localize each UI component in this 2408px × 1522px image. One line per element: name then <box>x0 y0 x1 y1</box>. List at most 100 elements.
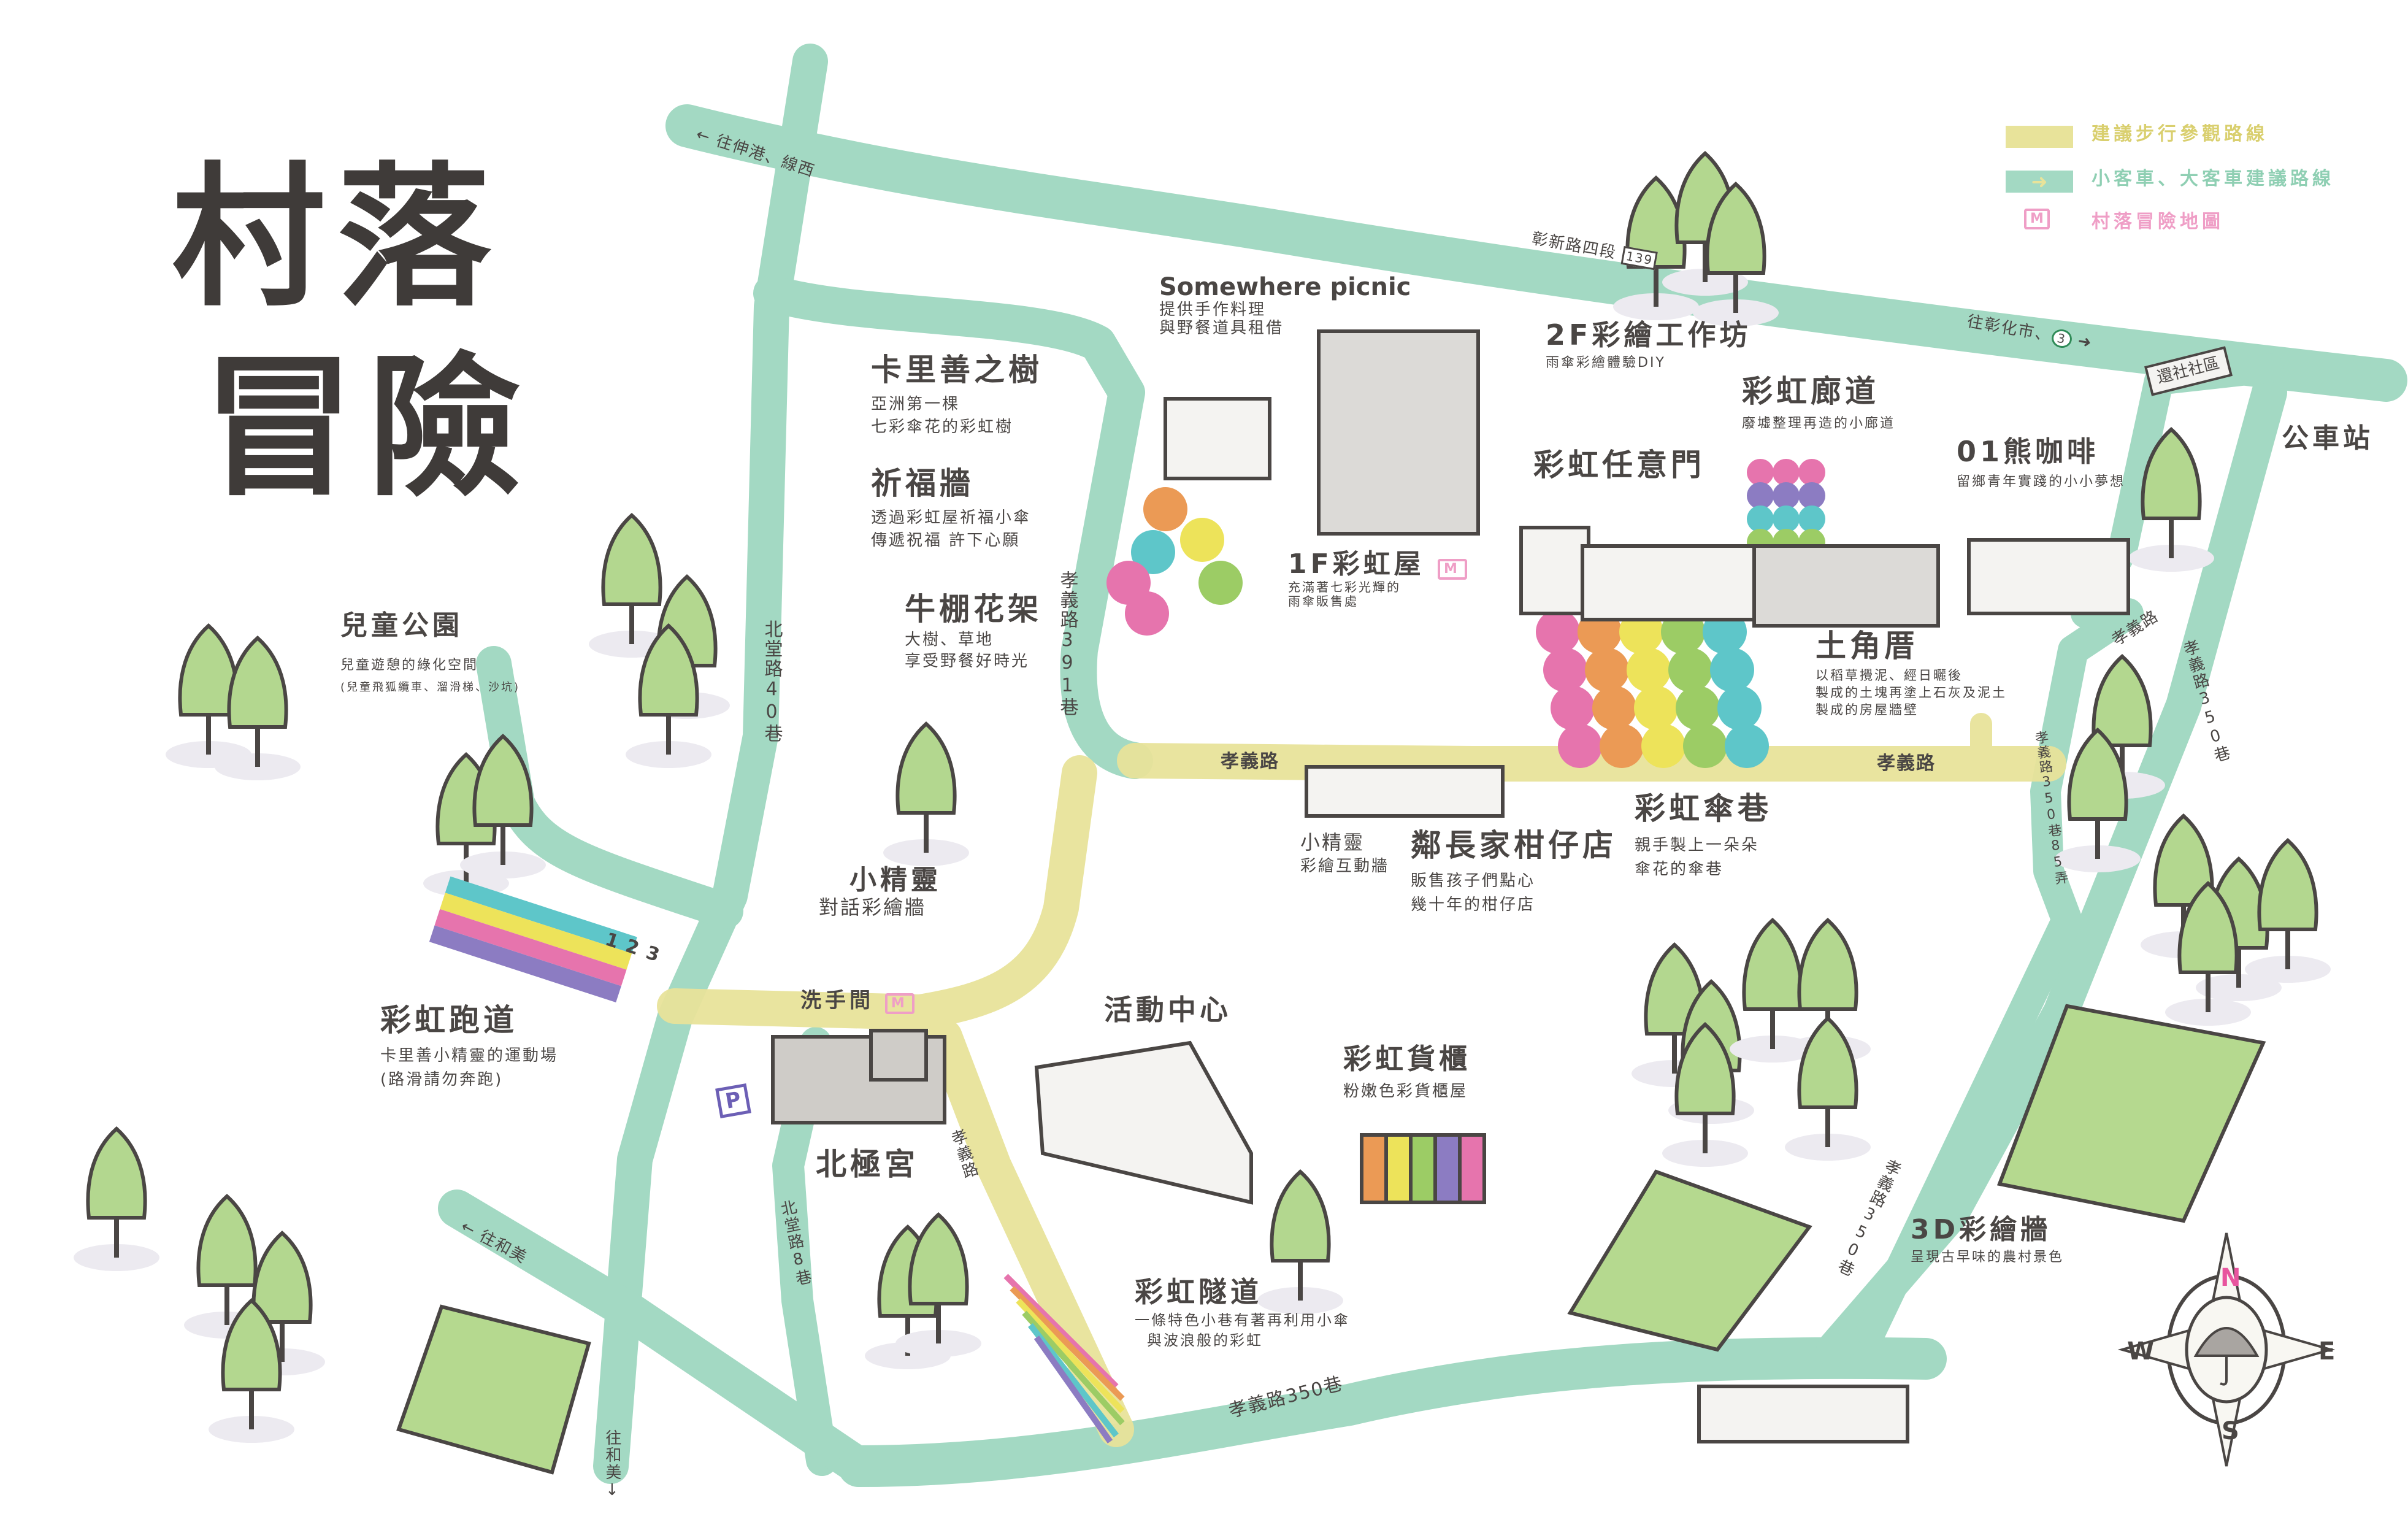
tree-icon <box>1257 1169 1343 1314</box>
field-center <box>1567 1169 1812 1352</box>
place-name: 2F彩繪工作坊 <box>1546 318 1752 352</box>
building-shop <box>1305 765 1505 818</box>
tree-icon <box>74 1126 159 1271</box>
tree-icon <box>2245 837 2331 983</box>
road-label-to-hemei-south: 往和美↓ <box>602 1429 621 1501</box>
place-workshop[interactable]: 2F彩繪工作坊 雨傘彩繪體驗DIY <box>1546 319 1751 371</box>
umbrella-icon <box>1143 487 1187 531</box>
place-temple[interactable]: 北極宮 <box>816 1147 919 1182</box>
place-desc: 一條特色小巷有著再利用小傘 <box>1135 1311 1350 1329</box>
place-name: 彩虹傘巷 <box>1635 791 1772 826</box>
umbrella-icon <box>1773 482 1800 509</box>
place-name: Somewhere picnic <box>1159 273 1411 301</box>
place-tree[interactable]: 卡里善之樹 亞洲第一棵 七彩傘花的彩虹樹 <box>871 352 1043 437</box>
place-center[interactable]: 活動中心 <box>1104 993 1232 1026</box>
place-desc: 傳遞祝福 許下心願 <box>871 531 1021 550</box>
umbrella-icon <box>1717 686 1762 730</box>
map-title-line1: 村落 <box>172 148 503 327</box>
place-name: 01熊咖啡 <box>1957 435 2099 468</box>
place-wish-wall[interactable]: 祈福牆 透過彩虹屋祈福小傘 傳遞祝福 許下心願 <box>871 466 1031 550</box>
place-name: 卡里善之樹 <box>871 352 1043 388</box>
place-elf-talk[interactable]: 小精靈 對話彩繪牆 <box>819 864 941 918</box>
place-door[interactable]: 彩虹任意門 <box>1533 447 1705 483</box>
place-desc: 製成的土塊再塗上石灰及泥土 <box>1816 685 2007 700</box>
place-trellis[interactable]: 牛棚花架 大樹、草地 享受野餐好時光 <box>905 591 1042 671</box>
umbrella-icon <box>1627 648 1671 692</box>
place-desc: 以稻草攪泥、經日曬後 <box>1816 667 1963 683</box>
umbrella-icon <box>1747 459 1774 486</box>
place-desc: 兒童遊憩的綠化空間 <box>340 657 479 673</box>
place-desc: 大樹、草地 <box>905 630 994 649</box>
map-title-line2: 冒險 <box>202 339 534 517</box>
fields <box>396 1004 2266 1475</box>
legend-stamp: 村落冒險地圖 <box>2092 211 2224 233</box>
umbrella-icon <box>1543 648 1587 692</box>
place-name-text: 1F彩虹屋 <box>1288 548 1425 580</box>
road-xiaoyi350-85 <box>1855 598 2144 1347</box>
umbrella-icon <box>1131 530 1175 574</box>
place-track[interactable]: 彩虹跑道 卡里善小精靈的運動場 (路滑請勿奔跑) <box>380 1002 559 1090</box>
road-hemei-diagonal <box>438 1190 878 1485</box>
place-desc: 製成的房屋牆壁 <box>1816 702 1919 717</box>
place-desc: 彩繪互動牆 <box>1300 856 1390 875</box>
building-workshop <box>1317 329 1480 536</box>
field-left <box>396 1304 591 1475</box>
place-name: 彩虹跑道 <box>380 1002 518 1038</box>
place-elf-wall[interactable]: 小精靈 彩繪互動牆 <box>1300 831 1389 876</box>
building-rainbow-house <box>1164 397 1271 480</box>
place-desc: 卡里善小精靈的運動場 <box>380 1046 559 1065</box>
place-corridor[interactable]: 彩虹廊道 廢墟整理再造的小廊道 <box>1742 374 1895 431</box>
place-rainbow-house[interactable]: 1F彩虹屋 M 充滿著七彩光輝的 雨傘販售處 <box>1288 548 1467 609</box>
place-wall-3d[interactable]: 3D彩繪牆 呈現古早味的農村景色 <box>1911 1214 2064 1265</box>
road-label-xiaoyi: 孝義路 <box>1877 753 1936 774</box>
road-label-xiaoyi391: 孝義路391巷 <box>1056 571 1078 717</box>
umbrella-icon <box>1125 591 1169 636</box>
place-park[interactable]: 兒童公園 兒童遊憩的綠化空間 (兒童飛狐纜車、溜滑梯、沙坑) <box>340 610 520 694</box>
place-cafe[interactable]: 01熊咖啡 留鄉青年實踐的小小夢想 <box>1957 436 2125 490</box>
place-name: 1F彩虹屋 M <box>1288 548 1467 580</box>
umbrella-icon <box>1683 724 1727 768</box>
place-picnic[interactable]: Somewhere picnic 提供手作料理 與野餐道具租借 <box>1159 273 1411 338</box>
place-umbrella-lane[interactable]: 彩虹傘巷 親手製上一朵朵 傘花的傘巷 <box>1635 791 1772 879</box>
umbrella-icon <box>1747 482 1774 509</box>
tree-icon <box>626 623 711 768</box>
umbrella-icon <box>1536 610 1580 654</box>
tree-icon <box>2055 727 2141 872</box>
toilet-building <box>869 1029 928 1082</box>
place-desc: 廢墟整理再造的小廊道 <box>1742 415 1896 431</box>
place-name: 牛棚花架 <box>905 591 1042 627</box>
umbrella-icon <box>1747 505 1774 532</box>
tree-icon <box>1785 1015 1871 1161</box>
rainbow-container <box>1360 1133 1486 1204</box>
place-adobe[interactable]: 土角厝 以稻草攪泥、經日曬後 製成的土塊再塗上石灰及泥土 製成的房屋牆壁 <box>1816 628 2007 717</box>
umbrella-icon <box>1592 686 1636 730</box>
building-cafe <box>1967 538 2130 615</box>
tree-icon <box>2165 880 2251 1026</box>
place-name: 彩虹廊道 <box>1742 374 1879 409</box>
arrow-right-icon: ➜ <box>2006 171 2073 193</box>
umbrella-icon <box>2193 1327 2260 1357</box>
trees <box>74 150 2331 1443</box>
tree-icon <box>1693 181 1779 326</box>
place-desc: 七彩傘花的彩虹樹 <box>871 418 1014 437</box>
place-name: 彩虹隧道 <box>1135 1275 1262 1309</box>
tree-icon <box>1613 175 1699 320</box>
walk-south <box>657 755 1097 1030</box>
place-desc: 與野餐道具租借 <box>1159 318 1284 337</box>
place-name: 兒童公園 <box>340 610 463 641</box>
building-door <box>1519 526 1590 615</box>
place-toilet[interactable]: 洗手間 M <box>800 988 915 1015</box>
place-shop[interactable]: 鄰長家柑仔店 販售孩子們點心 幾十年的柑仔店 <box>1411 828 1617 915</box>
place-name: 鄰長家柑仔店 <box>1411 828 1617 863</box>
place-tunnel[interactable]: 彩虹隧道 一條特色小巷有著再利用小傘 與波浪般的彩虹 <box>1135 1276 1350 1350</box>
place-container[interactable]: 彩虹貨櫃 粉嫩色彩貨櫃屋 <box>1343 1043 1471 1101</box>
place-name: 洗手間 <box>800 988 874 1013</box>
compass-south: S <box>2222 1417 2239 1445</box>
umbrella-icon <box>1551 686 1595 730</box>
tree-icon <box>2079 653 2165 799</box>
field-right <box>1996 1004 2266 1223</box>
tree-icon <box>895 1212 981 1357</box>
tree-icon <box>209 1297 294 1443</box>
umbrella-icon <box>1634 686 1678 730</box>
